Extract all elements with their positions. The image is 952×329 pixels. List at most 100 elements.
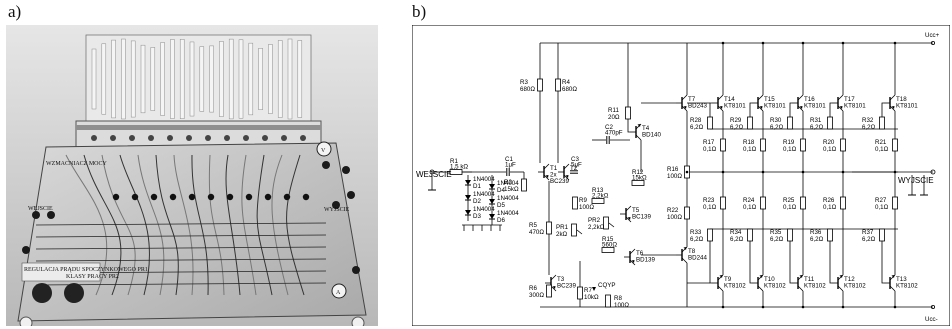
resistor-r6-value: 300Ω — [529, 292, 544, 299]
transistor-t7-label-0: T7 — [688, 96, 696, 103]
potentiometer-pr2-ref: PR2 — [588, 217, 601, 224]
diode-d5-type: 1N4004 — [497, 195, 519, 202]
capacitor-c1-ref: C1 — [505, 156, 513, 163]
resistor-r21-ref: R21 — [875, 139, 887, 146]
transistor-t13-label-1: KT8102 — [896, 283, 918, 290]
resistor-r30-value: 6,2Ω — [770, 124, 784, 131]
transistor-t6-label-0: T6 — [636, 250, 644, 257]
transistor-t5-label-0: T5 — [632, 207, 640, 214]
transistor-t2: T2 — [558, 163, 578, 181]
transistor-t1-label-2: BC239 — [550, 178, 569, 185]
capacitor-c2-ref: C2 — [605, 124, 613, 131]
quiescent-current-knob — [32, 283, 52, 303]
resistor-r19-value: 0,1Ω — [783, 146, 797, 153]
resistor-r2-ref: R2 — [504, 179, 512, 186]
resistor-r1-value: 1,5 kΩ — [450, 164, 468, 171]
photo-output-label: WYJSCIE — [324, 207, 350, 213]
capacitor-c3-value: 5μF — [571, 162, 582, 169]
resistor-r5-value: 470Ω — [529, 229, 544, 236]
diode-d1-ref: D1 — [473, 183, 481, 190]
resistor-r23-ref: R23 — [703, 197, 715, 204]
resistor-r19-ref: R19 — [783, 139, 795, 146]
resistor-r9-ref: R9 — [579, 197, 587, 204]
vcc-pos-label: Ucc+ — [925, 32, 940, 39]
transistor-t4-label-0: T4 — [642, 125, 650, 132]
transistor-t15-label-1: KT8101 — [764, 103, 786, 110]
resistor-r12-value: 15kΩ — [632, 175, 647, 182]
panel-label-b: b) — [412, 2, 427, 21]
output-terminal — [930, 169, 936, 175]
transistor-t12-label-1: KT8102 — [844, 283, 866, 290]
resistor-r26-value: 0,1Ω — [823, 204, 837, 211]
transistor-t5-label-1: BC139 — [632, 214, 651, 221]
resistor-r2-value: 15kΩ — [504, 186, 519, 193]
potentiometer-pr1-value: 2kΩ — [556, 231, 568, 238]
transistor-t15-label-0: T15 — [764, 96, 775, 103]
diode-d5-ref: D5 — [497, 202, 505, 209]
resistor-r24-ref: R24 — [743, 197, 755, 204]
transistor-t7-label-1: BD243 — [688, 103, 707, 110]
resistor-r33-ref: R33 — [690, 229, 702, 236]
class-knob — [64, 283, 84, 303]
resistor-r35-value: 6,2Ω — [770, 236, 784, 243]
amplifier-photo: REGULACJA PRĄDU SPOCZYNKOWEGO PR1 KLASY … — [6, 25, 378, 326]
resistor-r22-value: 100Ω — [667, 214, 682, 221]
resistor-r33-value: 6,2Ω — [690, 236, 704, 243]
ammeter-symbol: A — [336, 290, 341, 296]
diode-d6-type: 1N4004 — [497, 210, 519, 217]
resistor-r30-ref: R30 — [770, 117, 782, 124]
output-label: WYJSCIE — [898, 176, 934, 185]
resistor-r35-ref: R35 — [770, 229, 782, 236]
resistor-r8-value: 100Ω — [614, 302, 629, 309]
transistor-t18-label-0: T18 — [896, 96, 907, 103]
voltmeter — [316, 141, 332, 157]
transistor-t18-label-1: KT8101 — [896, 103, 918, 110]
resistor-r27-ref: R27 — [875, 197, 887, 204]
panel-label-a: a) — [8, 2, 22, 21]
resistor-r3-ref: R3 — [520, 79, 528, 86]
resistor-r21-value: 0,1Ω — [875, 146, 889, 153]
resistor-r31-value: 6,2Ω — [810, 124, 824, 131]
resistor-r16-ref: R16 — [667, 166, 679, 173]
transistor-t16-label-0: T16 — [804, 96, 815, 103]
quiescent-current-label: REGULACJA PRĄDU SPOCZYNKOWEGO PR1 — [24, 267, 148, 273]
resistor-r22-ref: R22 — [667, 207, 679, 214]
transistor-t10-label-0: T10 — [764, 276, 775, 283]
cqyp-label: CQYP — [598, 282, 616, 289]
resistor-r6-ref: R6 — [529, 285, 537, 292]
input-terminal — [429, 169, 435, 175]
diode-d1-type: 1N4004 — [473, 176, 495, 183]
vcc-neg-terminal — [931, 304, 936, 309]
resistor-r29-value: 6,2Ω — [730, 124, 744, 131]
voltmeter-symbol: V — [321, 148, 326, 154]
resistor-r26-ref: R26 — [823, 197, 835, 204]
resistor-r1: R11,5 kΩ — [449, 158, 468, 175]
resistor-r15-ref: R15 — [602, 236, 614, 243]
resistor-r8-ref: R8 — [614, 295, 622, 302]
resistor-r11-ref: R11 — [608, 107, 619, 114]
transistor-t12-label-0: T12 — [844, 276, 855, 283]
